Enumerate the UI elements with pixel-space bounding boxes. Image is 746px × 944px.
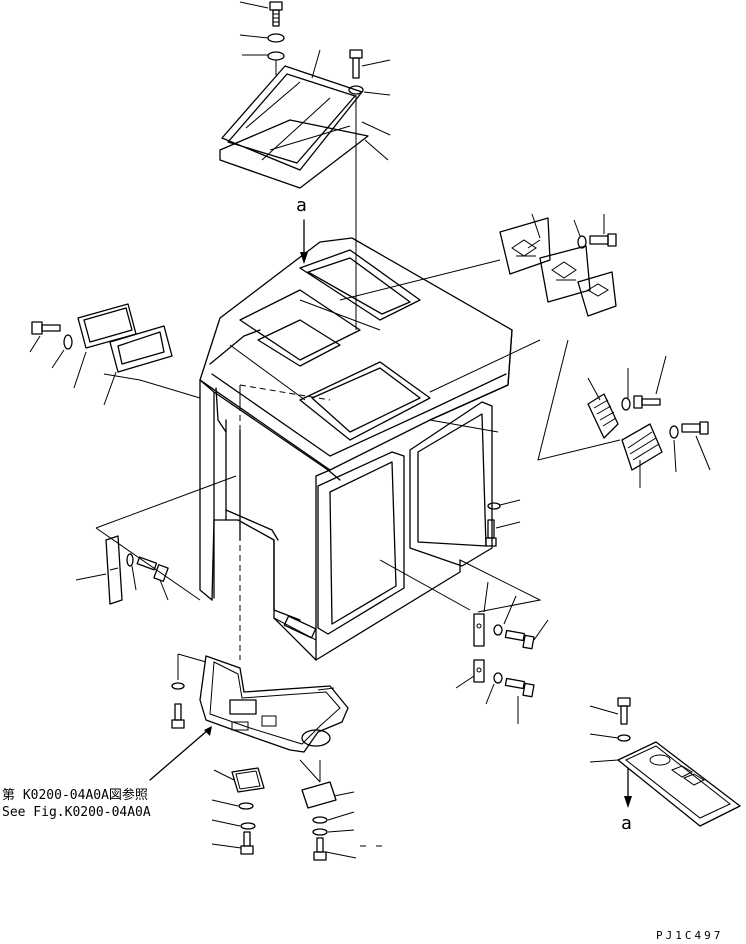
washer-icon	[669, 425, 679, 439]
washer-icon	[240, 822, 256, 830]
washer-icon	[238, 802, 254, 810]
washer-icon	[577, 235, 587, 249]
floor-plate	[199, 655, 349, 753]
cover-plate-icon	[617, 741, 741, 827]
view-mark-bottom: a	[621, 813, 632, 834]
bolt-icon	[349, 49, 363, 79]
washer-icon	[348, 85, 364, 95]
washer-icon	[63, 334, 73, 350]
washer-icon	[312, 816, 328, 824]
washer-icon	[487, 502, 501, 510]
bolt-icon	[313, 837, 327, 861]
bolt-icon	[136, 556, 169, 582]
bolt-icon	[504, 629, 535, 650]
bolt-icon	[681, 421, 709, 435]
bolt-icon	[504, 677, 535, 698]
bolt-icon	[617, 697, 631, 725]
washer-icon	[493, 624, 503, 636]
bolt-icon	[240, 831, 254, 855]
cover-plate-icon	[105, 535, 123, 605]
cover-plate-icon	[109, 325, 173, 373]
view-mark-top: a	[296, 195, 307, 216]
cover-plate-icon	[231, 767, 265, 793]
washer-icon	[267, 33, 285, 43]
grille-icon	[621, 423, 663, 471]
cover-plate-icon	[301, 781, 337, 809]
cover-plate-icon	[77, 303, 137, 349]
grille-icon	[587, 393, 619, 439]
reference-note-japanese: 第 K0200-04A0A図参照	[2, 788, 148, 803]
cab-frame-icon	[199, 237, 513, 661]
washer-icon	[126, 553, 134, 567]
bolt-icon	[269, 1, 283, 27]
bolt-icon	[633, 395, 661, 409]
washer-icon	[621, 397, 631, 411]
washer-icon	[267, 51, 285, 61]
washer-icon	[171, 682, 185, 690]
bolt-icon	[171, 703, 185, 729]
washer-icon	[617, 734, 631, 742]
washer-icon	[312, 828, 328, 836]
drawing-code: PJ1C497	[656, 929, 724, 942]
cover-plate-icon	[473, 613, 485, 647]
grille-icon	[499, 217, 617, 317]
bolt-icon	[31, 321, 61, 335]
bolt-icon	[485, 519, 497, 547]
top-cover-plate	[219, 65, 369, 189]
washer-icon	[493, 672, 503, 684]
cover-plate-icon	[473, 659, 485, 683]
bolt-icon	[589, 233, 617, 247]
reference-note-english: See Fig.K0200-04A0A	[2, 805, 151, 820]
